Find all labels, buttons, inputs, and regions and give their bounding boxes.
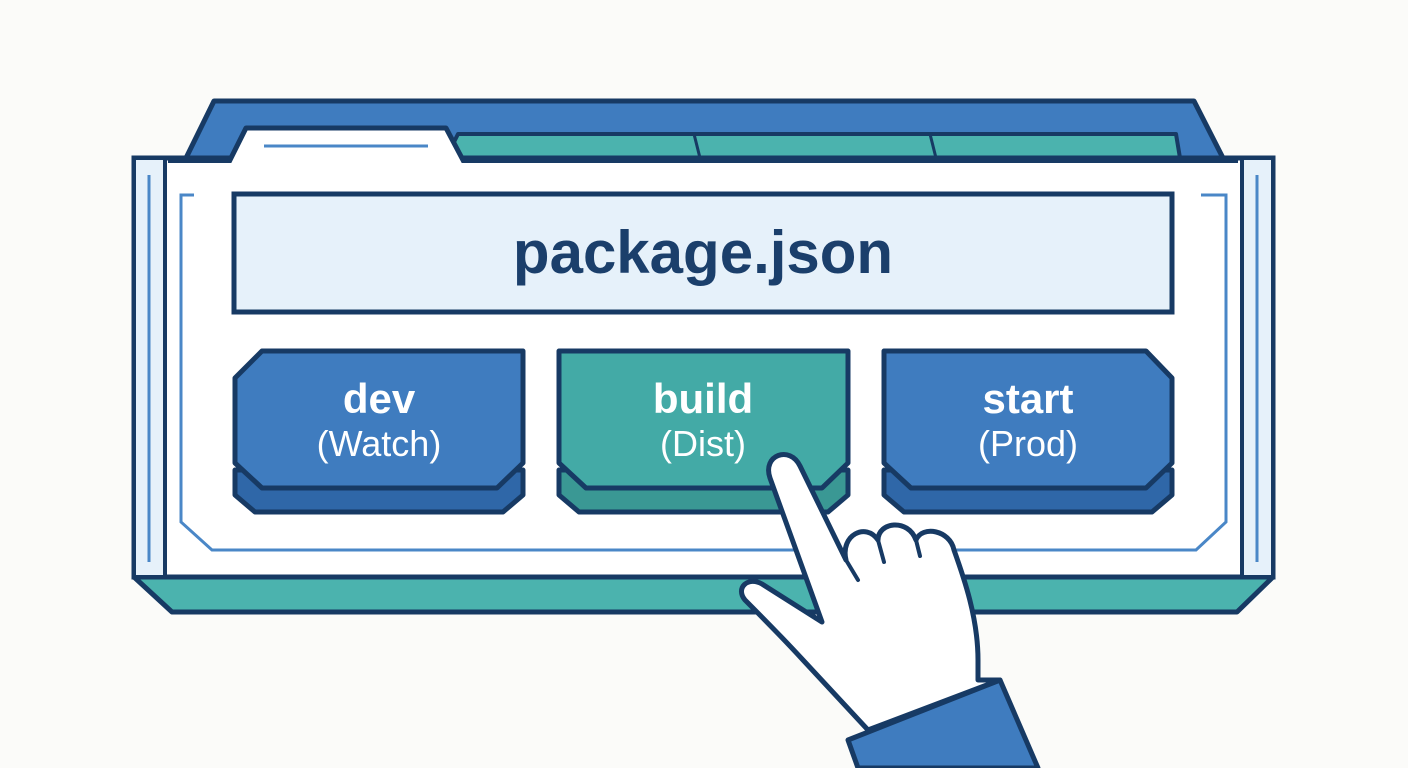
dev-button-face <box>232 348 526 491</box>
tab-divider <box>692 133 702 159</box>
dev-button-label: dev <box>343 375 416 422</box>
active-tab-fill <box>168 163 1240 169</box>
title-bar: package.json <box>231 191 1175 315</box>
tab-strip <box>444 132 1182 160</box>
inner-corner-accent <box>179 193 1228 552</box>
active-tab[interactable] <box>168 125 1238 165</box>
dev-button[interactable]: dev (Watch) <box>232 348 526 515</box>
window-base <box>131 574 1276 615</box>
page-title: package.json <box>513 219 893 286</box>
finger-crease <box>844 558 860 582</box>
thumb-crease <box>806 610 824 624</box>
finger-crease <box>914 538 922 558</box>
pointing-hand-icon <box>739 452 1041 768</box>
script-buttons: dev (Watch) build (Dist) start (Prod) <box>232 348 1175 515</box>
build-button-face <box>556 348 851 491</box>
title-bar-box <box>231 191 1175 315</box>
start-button[interactable]: start (Prod) <box>881 348 1175 515</box>
start-button-label: start <box>982 375 1073 422</box>
dev-button-subtitle: (Watch) <box>317 423 442 464</box>
finger-crease <box>876 538 886 564</box>
start-button-subtitle: (Prod) <box>978 423 1078 464</box>
start-button-face <box>881 348 1175 491</box>
build-button-subtitle: (Dist) <box>660 423 746 464</box>
tab-divider <box>928 133 938 159</box>
build-button-label: build <box>653 375 753 422</box>
hand <box>739 452 1003 733</box>
